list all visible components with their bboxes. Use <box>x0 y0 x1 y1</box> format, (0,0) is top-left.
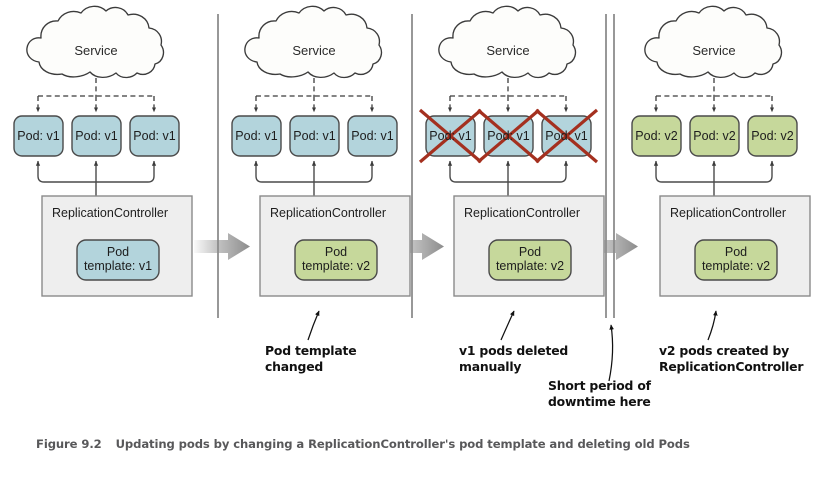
service-to-pods-2 <box>253 78 375 113</box>
pod-box <box>13 115 64 157</box>
pod-box <box>231 115 282 157</box>
pod-box <box>289 115 340 157</box>
panel-2 <box>231 5 411 297</box>
annotation-leaders <box>307 310 718 382</box>
figure-title: Updating pods by changing a ReplicationC… <box>115 437 690 451</box>
controller-to-pods-4 <box>653 160 775 196</box>
panel-3 <box>418 5 605 297</box>
service-cloud-3 <box>438 5 577 79</box>
pod-box <box>689 115 740 157</box>
annotation-leader-3 <box>608 324 614 382</box>
pod-box <box>747 115 798 157</box>
panel-4 <box>631 5 811 297</box>
flow-arrow-3 <box>582 233 638 260</box>
service-cloud-4 <box>644 5 783 79</box>
flow-arrow-1 <box>194 233 250 260</box>
pod-template-box <box>76 239 160 281</box>
service-to-pods-4 <box>653 78 775 113</box>
pod-box <box>129 115 180 157</box>
pod-box <box>631 115 682 157</box>
pod-deleted-x-icon <box>418 108 483 164</box>
service-to-pods-1 <box>35 78 157 113</box>
annotation-leader-4 <box>707 310 718 341</box>
service-cloud-1 <box>26 5 165 79</box>
service-to-pods-3 <box>447 78 569 113</box>
controller-to-pods-3 <box>447 160 569 196</box>
figure-number: Figure 9.2 <box>36 437 102 451</box>
figure-caption: Figure 9.2 Updating pods by changing a Re… <box>36 437 690 451</box>
panel-1 <box>13 5 193 297</box>
flow-arrow-2 <box>388 233 444 260</box>
controller-to-pods-2 <box>253 160 375 196</box>
annotation-leader-1 <box>307 310 320 341</box>
flow-arrows <box>194 233 638 260</box>
panel-dividers <box>217 14 615 318</box>
pod-template-box <box>488 239 572 281</box>
service-cloud-2 <box>244 5 383 79</box>
pod-box <box>347 115 398 157</box>
pod-deleted-x-icon <box>476 108 541 164</box>
annotation-leader-2 <box>500 310 515 341</box>
pod-template-box <box>294 239 378 281</box>
controller-to-pods-1 <box>35 160 157 196</box>
pod-box <box>71 115 122 157</box>
pod-template-box <box>694 239 778 281</box>
pod-deleted-x-icon <box>534 108 599 164</box>
